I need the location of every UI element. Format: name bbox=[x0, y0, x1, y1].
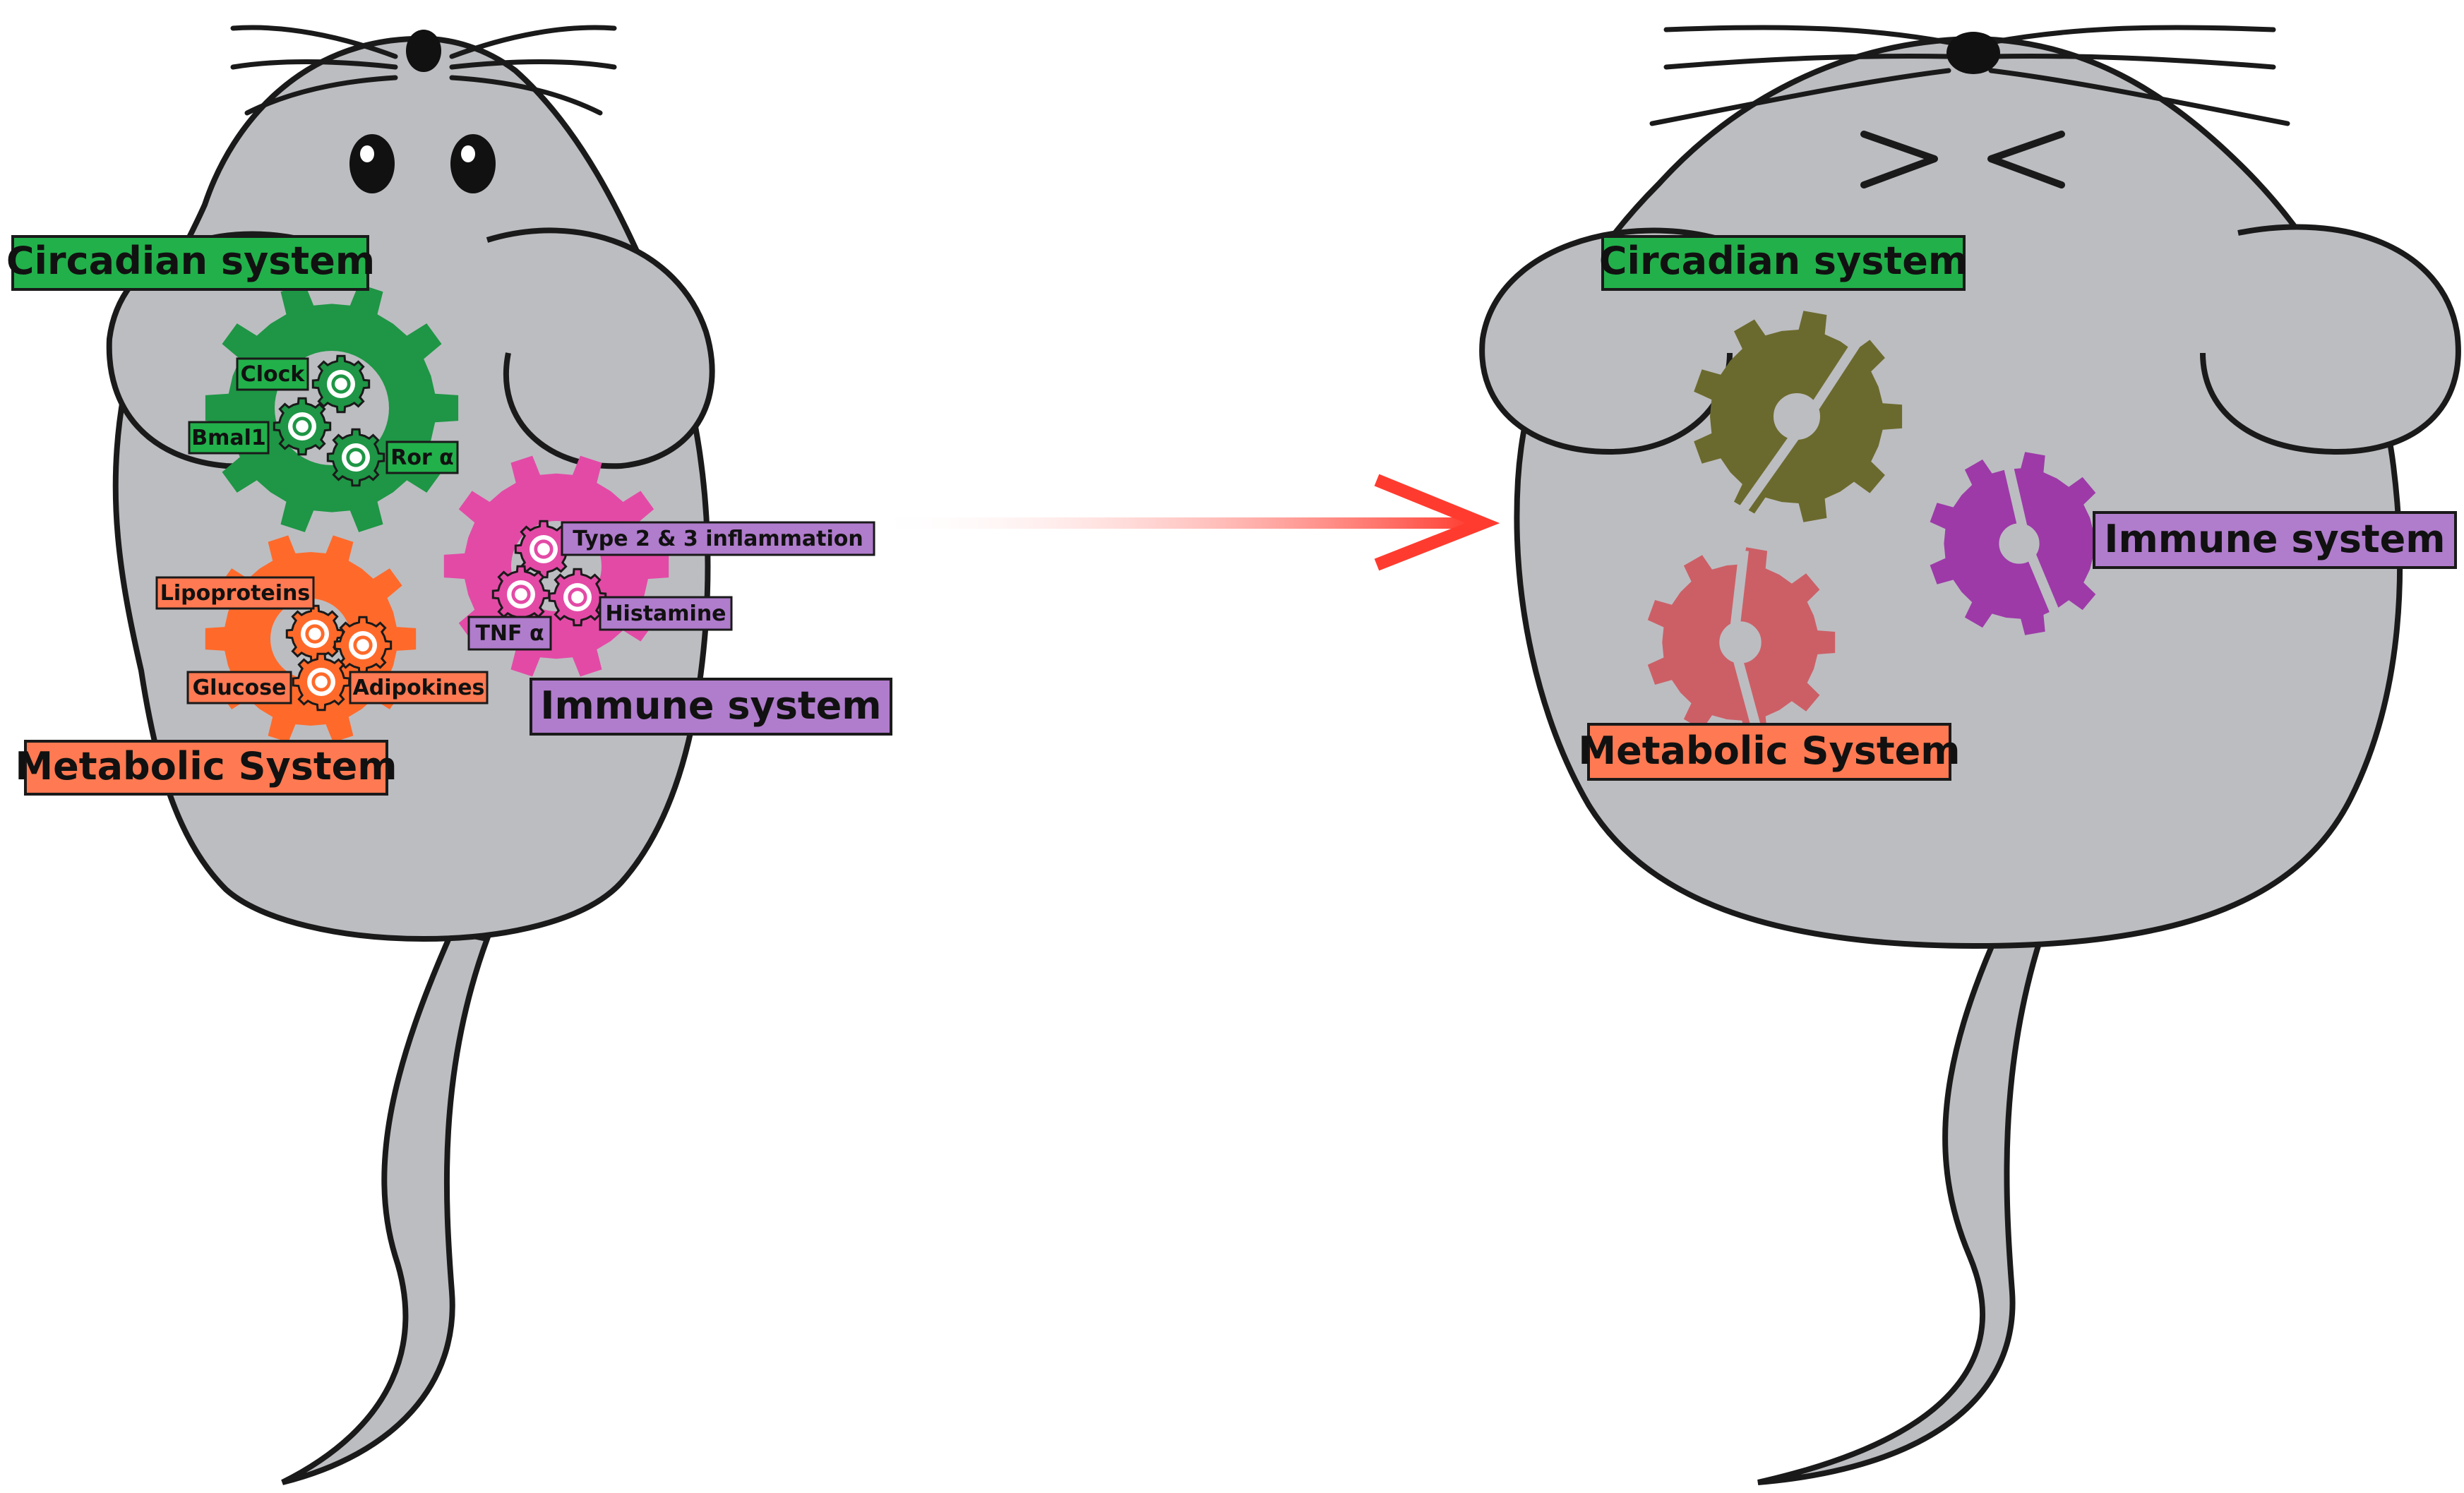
gear-glucose bbox=[292, 652, 351, 712]
left-mouse-tail bbox=[281, 928, 491, 1485]
right-mouse-tail bbox=[1757, 928, 2045, 1485]
label-immune-right-text: Immune system bbox=[2104, 517, 2445, 561]
label-metabolic-left-text: Metabolic System bbox=[15, 744, 397, 789]
right-labels: Circadian system Immune system Metabolic… bbox=[1578, 235, 2457, 781]
label-ror: Ror α bbox=[385, 440, 459, 474]
left-mouse-body bbox=[112, 35, 711, 942]
gear-tnf bbox=[491, 565, 551, 624]
right-mouse-nose bbox=[1946, 32, 2000, 74]
left-mouse-whiskers bbox=[230, 25, 617, 116]
label-immune-left: Immune system bbox=[530, 678, 892, 736]
right-mouse-whiskers bbox=[1649, 25, 2290, 126]
label-type23: Type 2 & 3 inflammation bbox=[561, 521, 875, 556]
right-mouse-body bbox=[1514, 35, 2403, 949]
label-immune-right: Immune system bbox=[2093, 511, 2457, 569]
gear-immune-broken bbox=[1930, 450, 2111, 635]
transition-arrow bbox=[868, 474, 1500, 571]
label-lipoproteins: Lipoproteins bbox=[155, 576, 315, 610]
label-clock: Clock bbox=[236, 357, 309, 391]
label-circadian-right-text: Circadian system bbox=[1599, 239, 1968, 283]
left-labels: Circadian system Metabolic System Immune… bbox=[6, 235, 892, 796]
label-lipoproteins-text: Lipoproteins bbox=[160, 581, 311, 606]
right-mouse-squint-eyes bbox=[1860, 131, 2065, 188]
label-metabolic-right: Metabolic System bbox=[1578, 723, 1961, 781]
gear-clock bbox=[311, 354, 371, 414]
label-glucose: Glucose bbox=[186, 671, 292, 704]
gear-type23 bbox=[514, 520, 573, 579]
left-mouse-nose bbox=[406, 30, 441, 72]
label-adipokines: Adipokines bbox=[349, 671, 489, 704]
label-circadian-left-text: Circadian system bbox=[6, 239, 375, 283]
right-mouse-right-paw bbox=[2200, 224, 2461, 455]
gear-bmal1 bbox=[273, 397, 332, 456]
label-circadian-left: Circadian system bbox=[6, 235, 375, 291]
gear-metabolic-broken bbox=[1647, 547, 1836, 738]
label-tnf-text: TNF α bbox=[475, 621, 544, 646]
label-ror-text: Ror α bbox=[390, 445, 454, 470]
label-bmal1-text: Bmal1 bbox=[191, 426, 266, 450]
label-bmal1: Bmal1 bbox=[188, 421, 270, 455]
label-metabolic-left: Metabolic System bbox=[15, 740, 397, 796]
label-tnf: TNF α bbox=[467, 616, 552, 651]
label-immune-left-text: Immune system bbox=[540, 683, 881, 728]
gear-adipokines bbox=[333, 616, 393, 675]
left-mouse-right-paw bbox=[486, 227, 715, 469]
gear-circadian-broken bbox=[1694, 311, 1903, 522]
left-mouse-eyes bbox=[349, 134, 496, 193]
label-circadian-right: Circadian system bbox=[1599, 235, 1968, 291]
gear-lipoproteins bbox=[285, 604, 345, 664]
label-glucose-text: Glucose bbox=[193, 676, 287, 700]
label-clock-text: Clock bbox=[241, 362, 306, 387]
gear-histamine bbox=[548, 568, 607, 627]
label-histamine-text: Histamine bbox=[605, 601, 726, 626]
label-metabolic-right-text: Metabolic System bbox=[1578, 728, 1960, 773]
label-type23-text: Type 2 & 3 inflammation bbox=[573, 527, 863, 551]
label-adipokines-text: Adipokines bbox=[353, 676, 485, 700]
gear-ror bbox=[326, 428, 385, 487]
label-histamine: Histamine bbox=[599, 596, 733, 631]
